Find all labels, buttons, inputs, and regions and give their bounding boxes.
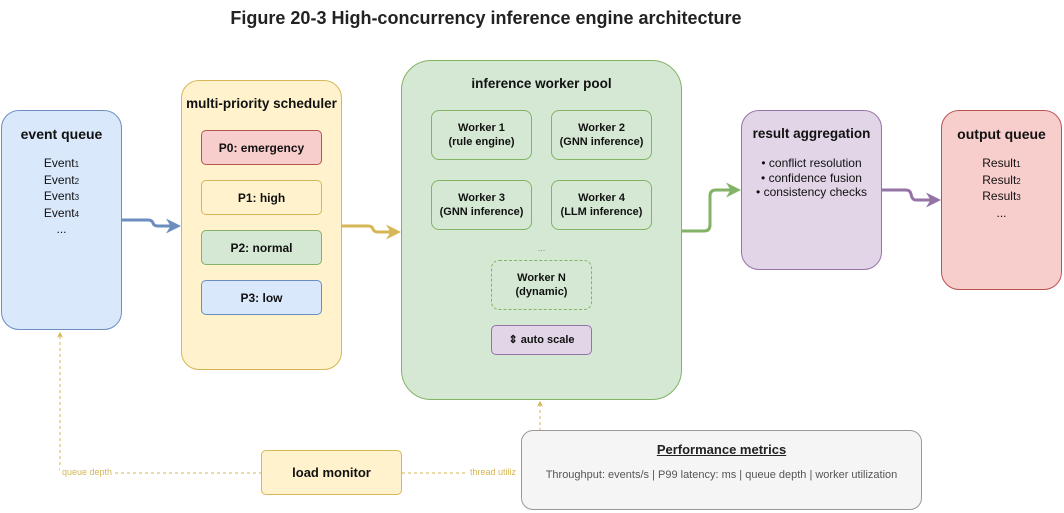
edge-queue-to-scheduler: [122, 218, 181, 234]
aggregation-bullet: • confidence fusion: [761, 170, 862, 185]
result-item: Result2: [982, 172, 1021, 187]
event-item: Event2: [43, 172, 80, 187]
worker-name: Worker N: [517, 272, 566, 284]
aggregation-bullets: • conflict resolution • confidence fusio…: [742, 156, 881, 200]
event-queue-items: Event1 Event2 Event3 Event4 ...: [2, 156, 121, 237]
edge-label-thread-utilization: thread utiliz: [468, 467, 522, 477]
output-queue-items: Result1 Result2 Result3 ...: [942, 156, 1061, 220]
worker-n-dynamic[interactable]: Worker N (dynamic): [491, 260, 592, 310]
worker-name: Worker 1: [458, 122, 505, 134]
result-aggregation[interactable]: result aggregation • conflict resolution…: [741, 110, 882, 270]
worker-2[interactable]: Worker 2 (GNN inference): [551, 110, 652, 160]
multi-priority-scheduler[interactable]: multi-priority scheduler: [181, 80, 342, 370]
worker-ellipsis: ...: [537, 243, 546, 253]
priority-p2[interactable]: P2: normal: [201, 230, 322, 265]
edge-label-queue-depth: queue depth: [60, 467, 115, 477]
result-ellipsis: ...: [996, 205, 1007, 220]
priority-p3[interactable]: P3: low: [201, 280, 322, 315]
edge-monitor-to-queue: [57, 331, 262, 474]
figure-title: Figure 20-3 High-concurrency inference e…: [230, 8, 742, 28]
event-ellipsis: ...: [56, 222, 67, 236]
worker-role: (rule engine): [448, 136, 515, 148]
edge-scheduler-to-pool: [342, 224, 401, 240]
event-item: Event3: [43, 189, 80, 203]
worker-role: (dynamic): [515, 286, 568, 298]
worker-role: (GNN inference): [559, 136, 644, 148]
performance-metrics-panel: Performance metrics Throughput: events/s…: [521, 430, 922, 510]
result-item: Result1: [982, 156, 1021, 170]
worker-name: Worker 2: [578, 122, 625, 134]
event-queue[interactable]: event queue Event1 Event2 Event3 Event4 …: [1, 110, 122, 330]
up-down-arrow-icon: ⇕: [508, 334, 518, 346]
auto-scale-label: auto scale: [520, 334, 575, 346]
priority-p0[interactable]: P0: emergency: [201, 130, 322, 165]
worker-1[interactable]: Worker 1 (rule engine): [431, 110, 532, 160]
worker-4[interactable]: Worker 4 (LLM inference): [551, 180, 652, 230]
result-item: Result3: [982, 189, 1021, 203]
aggregation-bullet: • consistency checks: [756, 185, 867, 199]
event-item: Event1: [43, 156, 80, 170]
worker-role: (GNN inference): [439, 206, 524, 218]
output-queue[interactable]: output queue Result1 Result2 Result3 ...: [941, 110, 1062, 290]
metrics-text: Throughput: events/s | P99 latency: ms |…: [545, 469, 898, 481]
scheduler-title: multi-priority scheduler: [186, 96, 337, 111]
worker-name: Worker 4: [578, 192, 625, 204]
priority-p1[interactable]: P1: high: [201, 180, 322, 215]
output-queue-title: output queue: [957, 126, 1046, 142]
load-monitor[interactable]: load monitor: [261, 450, 402, 495]
edge-aggregation-to-output: [882, 188, 941, 208]
worker-3[interactable]: Worker 3 (GNN inference): [431, 180, 532, 230]
edge-monitor-to-pool: [402, 400, 543, 474]
event-queue-title: event queue: [20, 126, 103, 142]
metrics-title: Performance metrics: [656, 442, 787, 457]
aggregation-title: result aggregation: [752, 126, 871, 141]
aggregation-bullet: • conflict resolution: [761, 156, 862, 170]
edge-pool-to-aggregation: [682, 182, 741, 233]
event-item: Event4: [43, 205, 80, 220]
worker-name: Worker 3: [458, 192, 505, 204]
auto-scale-button[interactable]: ⇕auto scale: [491, 325, 592, 355]
worker-pool-title: inference worker pool: [471, 76, 612, 91]
worker-role: (LLM inference): [560, 206, 643, 218]
